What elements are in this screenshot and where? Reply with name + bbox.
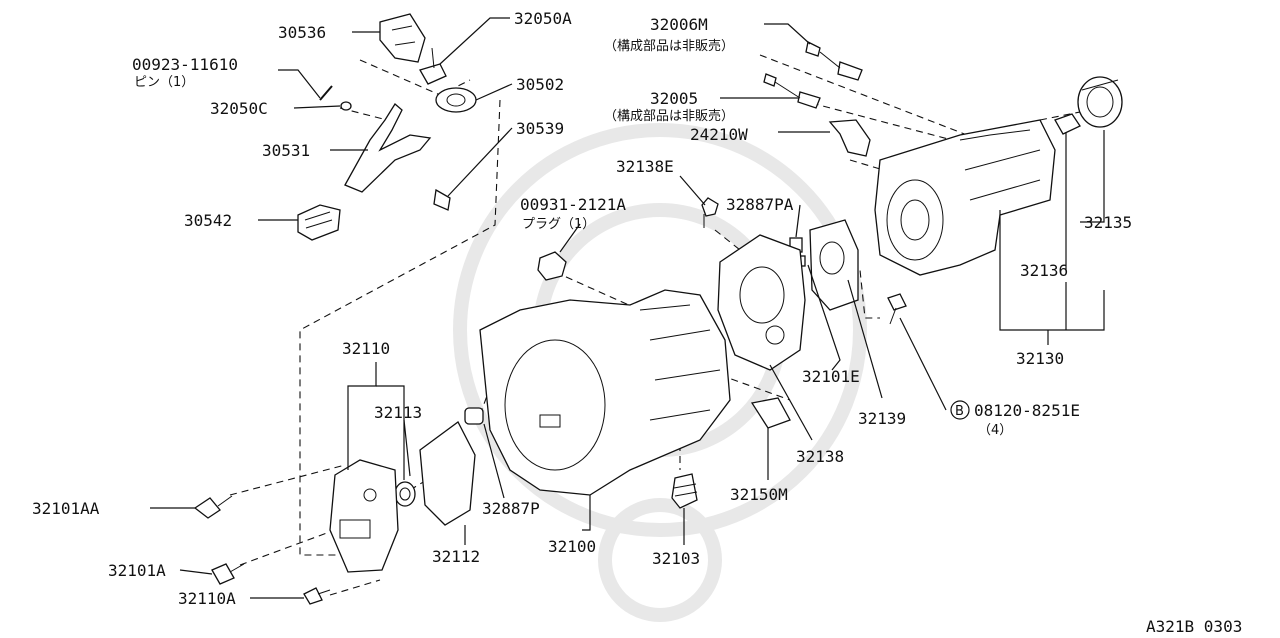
label-32100: 32100 [548,537,596,556]
part-32005-sensor [763,73,821,109]
label-32101e: 32101E [802,367,860,386]
part-00931-plug [537,251,567,281]
label-32050a: 32050A [514,9,572,28]
part-30536-clip [379,13,426,63]
label-32135: 32135 [1084,213,1132,232]
badge-b-icon [950,400,970,420]
callout-labels: 30536 32050A 00923-11610 ピン（1） 32050C 30… [32,9,1242,636]
part-30539-pin [433,188,451,211]
part-32135-bushing [1077,76,1123,128]
label-32887pa: 32887PA [726,195,794,214]
label-30536: 30536 [278,23,326,42]
part-32138e-breather [701,197,719,228]
label-24210w: 24210W [690,125,748,144]
part-32136-snap-ring [1054,113,1081,135]
label-30539: 30539 [516,119,564,138]
part-32110-front-cover [329,459,399,573]
reference-code: A321B 0303 [1146,617,1242,636]
label-32050c: 32050C [210,99,268,118]
note-08120-8251e: （4） [978,423,1012,438]
part-00923-pin [319,85,333,101]
leader-lines [150,17,1105,599]
label-32110a: 32110A [178,589,236,608]
label-32101a: 32101A [108,561,166,580]
label-30542: 30542 [184,211,232,230]
part-08120-bolt [887,293,907,325]
label-08120-8251e: 08120-8251E [974,401,1080,420]
part-30502-bearing [435,87,477,113]
label-32101aa: 32101AA [32,499,100,518]
part-24210w-bracket [828,119,871,157]
label-32005: 32005 [650,89,698,108]
badge-b-letter: B [955,404,964,419]
part-32130-rear-extension [874,119,1056,276]
part-32113-seal [394,481,416,507]
part-32101aa-bolt [193,495,233,519]
part-30531-fork [344,103,432,193]
label-00923-11610: 00923-11610 [132,55,238,74]
note-00923-11610: ピン（1） [134,75,194,90]
part-32101a-bolt [211,563,245,585]
label-32113: 32113 [374,403,422,422]
part-32103-drain-plug [671,473,698,509]
label-32136: 32136 [1020,261,1068,280]
label-32006m: 32006M [650,15,708,34]
label-32112: 32112 [432,547,480,566]
note-32006m: （構成部品は非販売） [604,38,734,54]
label-32130: 32130 [1016,349,1064,368]
part-32112-gasket [419,421,476,526]
label-00931-2121a: 00931-2121A [520,195,626,214]
part-32139-gasket [809,219,859,311]
part-32050a-bolt [419,47,447,85]
part-32150m-cover [750,397,791,429]
part-32101e-adapter-plate [717,234,806,371]
label-30502: 30502 [516,75,564,94]
part-32110a-bolt [303,587,331,605]
label-32110: 32110 [342,339,390,358]
note-00931-2121a: プラグ（1） [522,217,595,232]
label-32887p: 32887P [482,499,540,518]
part-32050c-clip [340,101,352,111]
label-32103: 32103 [652,549,700,568]
note-32005: （構成部品は非販売） [604,108,734,124]
label-32138e: 32138E [616,157,674,176]
label-32138: 32138 [796,447,844,466]
part-32006m-sensor [805,41,863,81]
part-32100-transmission-case [479,289,731,496]
part-30542-boot [297,204,341,241]
label-30531: 30531 [262,141,310,160]
label-32150m: 32150M [730,485,788,504]
label-32139: 32139 [858,409,906,428]
part-32887p-dowel [464,407,484,425]
